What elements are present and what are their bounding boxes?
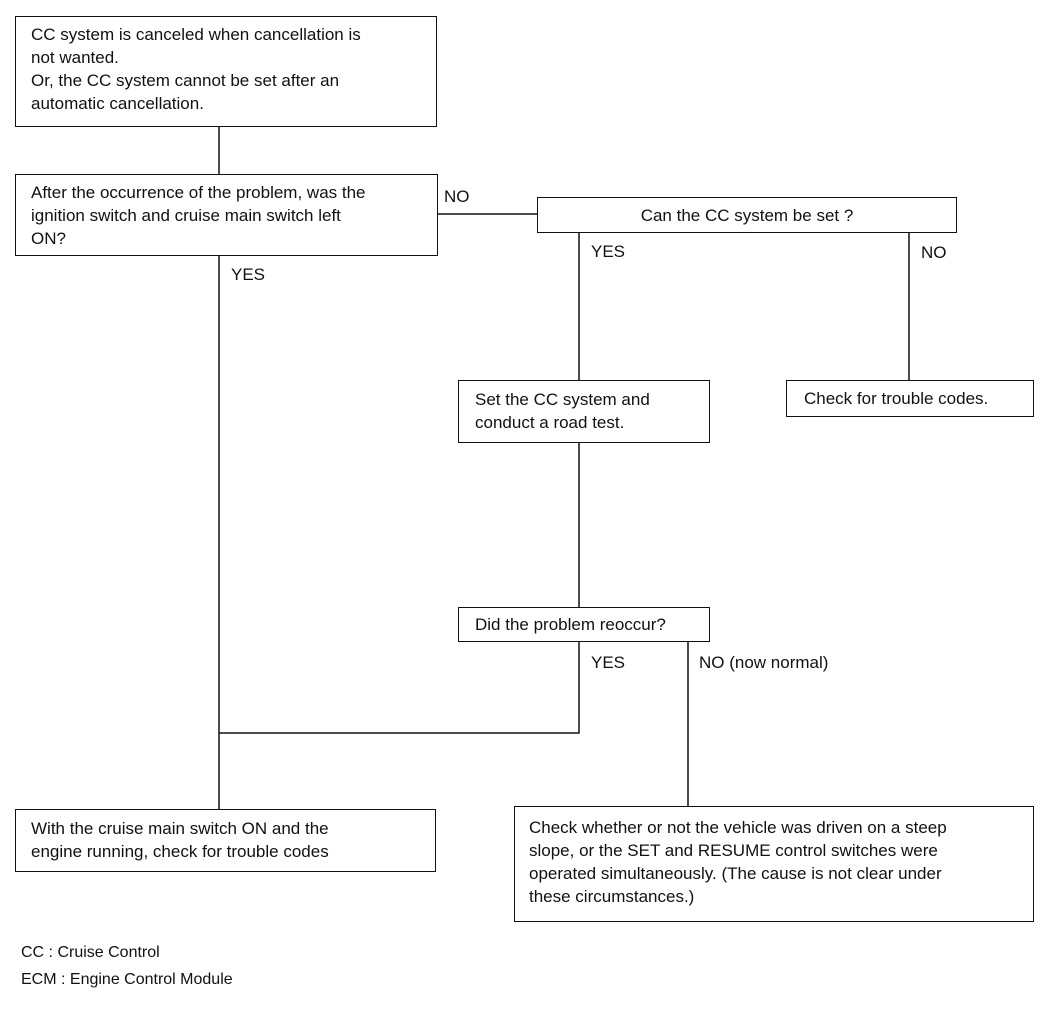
can-set-question-text: Can the CC system be set ?	[640, 206, 854, 225]
start-line-3: Or, the CC system cannot be set after an	[31, 71, 340, 90]
start-box: CC system is canceled when cancellation …	[15, 16, 437, 127]
reoccur-question-box: Did the problem reoccur?	[458, 607, 710, 642]
set-and-test-box: Set the CC system and conduct a road tes…	[458, 380, 710, 443]
check-codes-box: Check for trouble codes.	[786, 380, 1034, 417]
check-slope-line-1: Check whether or not the vehicle was dri…	[529, 818, 947, 837]
legend-cc: CC : Cruise Control	[21, 944, 160, 961]
set-and-test-line-1: Set the CC system and	[475, 390, 650, 409]
set-and-test-line-2: conduct a road test.	[475, 413, 625, 432]
check-main-on-line-1: With the cruise main switch ON and the	[31, 819, 329, 838]
ignition-question-line-3: ON?	[31, 229, 66, 248]
reoccur-yes-label: YES	[591, 653, 626, 672]
connector-reoccur-yes	[219, 642, 580, 734]
check-main-on-line-2: engine running, check for trouble codes	[31, 842, 329, 861]
check-slope-line-3: operated simultaneously. (The cause is n…	[529, 864, 942, 883]
ignition-yes-label: YES	[231, 265, 266, 284]
check-codes-text: Check for trouble codes.	[804, 389, 989, 408]
ignition-question-line-2: ignition switch and cruise main switch l…	[31, 206, 341, 225]
check-slope-line-2: slope, or the SET and RESUME control swi…	[529, 841, 938, 860]
reoccur-no-label: NO (now normal)	[699, 653, 829, 672]
check-slope-line-4: these circumstances.)	[529, 887, 695, 906]
legend-ecm: ECM : Engine Control Module	[21, 971, 233, 988]
start-line-4: automatic cancellation.	[31, 94, 204, 113]
ignition-no-label: NO	[444, 187, 470, 206]
ignition-question-line-1: After the occurrence of the problem, was…	[31, 183, 366, 202]
reoccur-question-text: Did the problem reoccur?	[475, 615, 666, 634]
can-set-no-label: NO	[921, 243, 947, 262]
start-line-2: not wanted.	[31, 48, 119, 67]
check-slope-box: Check whether or not the vehicle was dri…	[514, 806, 1034, 922]
check-main-on-box: With the cruise main switch ON and the e…	[15, 809, 436, 872]
start-line-1: CC system is canceled when cancellation …	[31, 25, 361, 44]
ignition-question-box: After the occurrence of the problem, was…	[15, 174, 438, 256]
can-set-yes-label: YES	[591, 242, 626, 261]
can-set-question-box: Can the CC system be set ?	[537, 197, 957, 233]
